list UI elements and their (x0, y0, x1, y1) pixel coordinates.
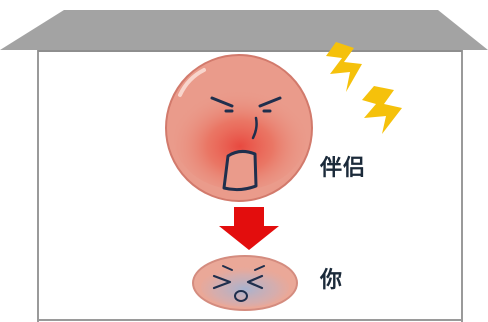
lightning-bolt-icon (326, 42, 402, 134)
angry-face-icon (165, 54, 313, 202)
down-arrow-icon (219, 207, 279, 250)
house-roof (0, 10, 488, 50)
house-walls (37, 50, 463, 322)
partner-label: 伴侣 (320, 156, 367, 181)
you-label: 你 (320, 268, 344, 293)
scared-face-icon (192, 255, 298, 311)
roof-edge (38, 50, 462, 52)
